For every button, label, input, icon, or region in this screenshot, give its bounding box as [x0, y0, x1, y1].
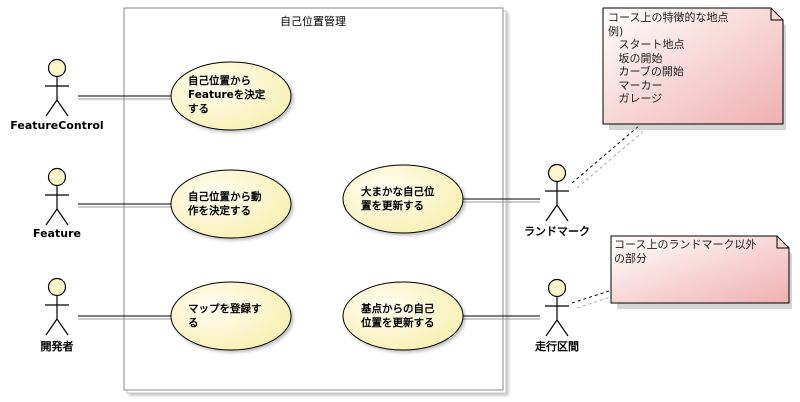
usecase-update-rough[interactable] [342, 164, 464, 234]
note-section-shape[interactable] [610, 235, 792, 309]
usecase-decide-action-label: 自己位置から動 作を決定する [188, 191, 262, 217]
note-anchors [571, 124, 646, 309]
actor-featurecontrol-icon[interactable] [45, 58, 69, 117]
actor-feature-label: Feature [33, 227, 81, 240]
usecase-update-from-base-label: 基点からの自己 位置を更新する [361, 303, 435, 329]
usecase-decide-feature-label: 自己位置から Featureを決定 する [188, 75, 266, 115]
actor-section-label: 走行区間 [535, 340, 579, 353]
system-title: 自己位置管理 [280, 15, 346, 28]
actor-featurecontrol-label: FeatureControl [10, 119, 104, 132]
usecase-register-map[interactable] [170, 281, 292, 351]
usecase-register-map-label: マップを登録す る [188, 303, 262, 329]
note-section-text: コース上のランドマーク以外 の部分 [614, 238, 757, 265]
associations [78, 95, 540, 320]
actor-section-icon[interactable] [545, 278, 569, 337]
usecase-update-from-base[interactable] [342, 281, 464, 351]
actor-landmark-label: ランドマーク [524, 225, 590, 238]
actor-developer-icon[interactable] [45, 277, 69, 336]
usecase-decide-feature[interactable] [170, 61, 292, 131]
usecases [170, 61, 464, 351]
note-landmark-text: コース上の特徴的な地点 例) スタート地点 坂の開始 カーブの開始 マーカー ガ… [608, 11, 729, 105]
actor-developer-label: 開発者 [40, 340, 74, 353]
actor-landmark-icon[interactable] [545, 163, 569, 222]
usecase-decide-action[interactable] [170, 169, 292, 239]
usecase-update-rough-label: 大まかな自己位 置を更新する [361, 186, 435, 212]
actor-feature-icon[interactable] [45, 167, 69, 226]
note-landmark-shape[interactable] [602, 7, 786, 130]
